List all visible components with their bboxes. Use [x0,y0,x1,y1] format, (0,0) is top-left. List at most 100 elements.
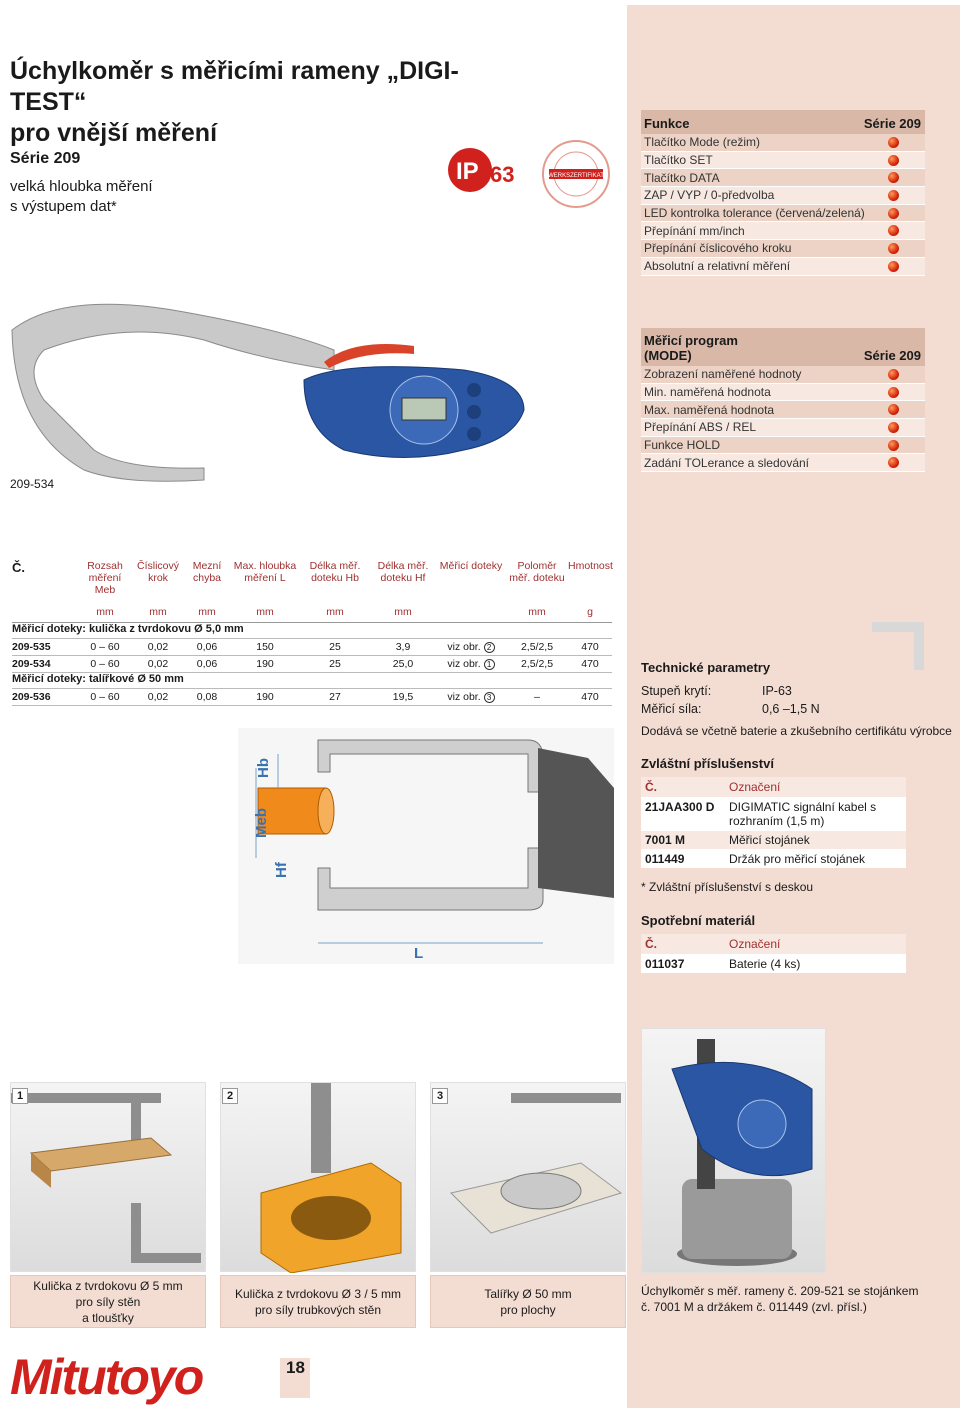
spec-data-cell: 27 [329,691,341,703]
measurement-diagram: Hb Meb Hf L [238,728,614,964]
photo-number-1: 1 [12,1088,28,1104]
spec-data-cell: 25,0 [392,658,414,670]
spec-data-cell: 0,08 [196,691,218,703]
function-row: Absolutní a relativní měření [641,257,925,276]
spec-data-cell: 3,9 [395,641,411,653]
program-row: Zadání TOLerance a sledování [641,454,925,473]
subtitle-line-2: s výstupem dat* [10,198,117,215]
spec-unit-cell [436,606,506,622]
spec-data-cell: 470 [581,691,599,703]
figure-ref-icon: 3 [483,692,495,703]
tech-protection-value: IP-63 [762,684,792,698]
svg-text:IP: IP [456,158,479,185]
photo-2 [220,1082,416,1274]
available-dot-icon [888,225,899,237]
available-dot-icon [888,242,899,254]
spec-data-cell: viz obr.3 [436,691,506,703]
svg-text:63: 63 [490,162,514,187]
photo-stand [641,1028,826,1273]
spec-unit-cell [12,606,78,622]
photo-3-illustration [450,1093,623,1234]
function-row: LED kontrolka tolerance (červená/zelená) [641,204,925,223]
spec-data-cell: 150 [256,641,274,653]
spec-unit-cell: mm [528,606,546,618]
spec-data-cell: 209-536 [12,691,51,703]
page-number: 18 [286,1358,305,1377]
available-dot-icon [888,386,899,398]
tech-force-label: Měřicí síla: [641,702,702,716]
ip63-badge-icon: IP 63 [448,148,514,192]
spec-data-cell: 0,06 [196,641,218,653]
accessories-header: Č.Označení [641,777,906,797]
functions-head-label: Funkce [644,116,690,131]
accessories-title: Zvláštní příslušenství [641,756,774,771]
available-dot-icon [888,136,899,148]
tech-force-value: 0,6 –1,5 N [762,702,820,716]
spec-group-heading: Měřicí doteky: talířkové Ø 50 mm [12,673,612,689]
spec-header-cell: Max. hloubka měření L [233,560,297,584]
available-dot-icon [888,154,899,166]
photo-1-illustration [11,1093,201,1263]
program-row: Max. naměřená hodnota [641,401,925,420]
spec-data-cell: 0 – 60 [90,658,120,670]
functions-series-label: Série 209 [863,116,921,131]
photo-3 [430,1082,626,1272]
available-dot-icon [888,260,899,272]
photo-2-illustration [260,1083,402,1274]
spec-data-cell: 0,06 [196,658,218,670]
available-dot-icon [888,172,899,184]
spec-unit-cell: mm [149,606,167,618]
photo-stand-illustration [671,1039,813,1266]
function-row: Tlačítko DATA [641,169,925,188]
spec-unit-cell: mm [96,606,114,618]
spec-data-cell: 25 [329,641,341,653]
available-dot-icon [888,368,899,380]
spec-data-cell: 209-535 [12,641,51,653]
available-dot-icon [888,421,899,433]
spec-unit-cell: mm [198,606,216,618]
spec-unit-cell: g [587,606,593,618]
program-row: Zobrazení naměřené hodnoty [641,366,925,384]
tech-protection-label: Stupeň krytí: [641,684,712,698]
spec-group-heading: Měřicí doteky: kulička z tvrdokovu Ø 5,0… [12,623,612,639]
spec-data-cell: 2,5/2,5 [520,658,554,670]
mitutoyo-logo: Mitutoyo [10,1349,204,1405]
spec-header-cell: Mezní chyba [192,560,222,584]
spec-data-cell: 0,02 [147,641,169,653]
function-row: Přepínání číslicového kroku [641,240,925,258]
accessories-note: * Zvláštní příslušenství s deskou [641,880,814,894]
caption-4: Úchylkoměr s měř. rameny č. 209-521 se s… [641,1284,919,1314]
spec-data-cell: 25 [329,658,341,670]
spec-header-cell: Č. [12,560,25,575]
image-model-label: 209-534 [10,477,55,491]
spec-data-cell: 19,5 [392,691,414,703]
program-row: Přepínání ABS / REL [641,419,925,437]
spec-header-cell: Poloměr měř. doteku [509,560,565,584]
spec-unit-cell: mm [256,606,274,618]
spec-unit-cell: mm [394,606,412,618]
diagram-label-meb: Meb [253,808,270,838]
function-row: Tlačítko SET [641,151,925,170]
program-series-label: Série 209 [863,348,921,363]
available-dot-icon [888,439,899,451]
corner-mark [872,622,924,670]
photo-1 [10,1082,206,1272]
function-row: Přepínání mm/inch [641,222,925,241]
function-row: Tlačítko Mode (režim) [641,134,925,152]
certificate-seal-icon: WERKSZERTIFIKAT [542,140,610,208]
consumables-title: Spotřební materiál [641,913,756,928]
diagram-label-hb: Hb [255,758,272,778]
spec-header-cell: Délka měř. doteku Hb [309,560,361,584]
program-table: Měřicí program(MODE) Série 209 Zobrazení… [641,328,925,473]
functions-header: Funkce Série 209 [641,110,925,134]
figure-ref-icon: 1 [483,659,495,670]
